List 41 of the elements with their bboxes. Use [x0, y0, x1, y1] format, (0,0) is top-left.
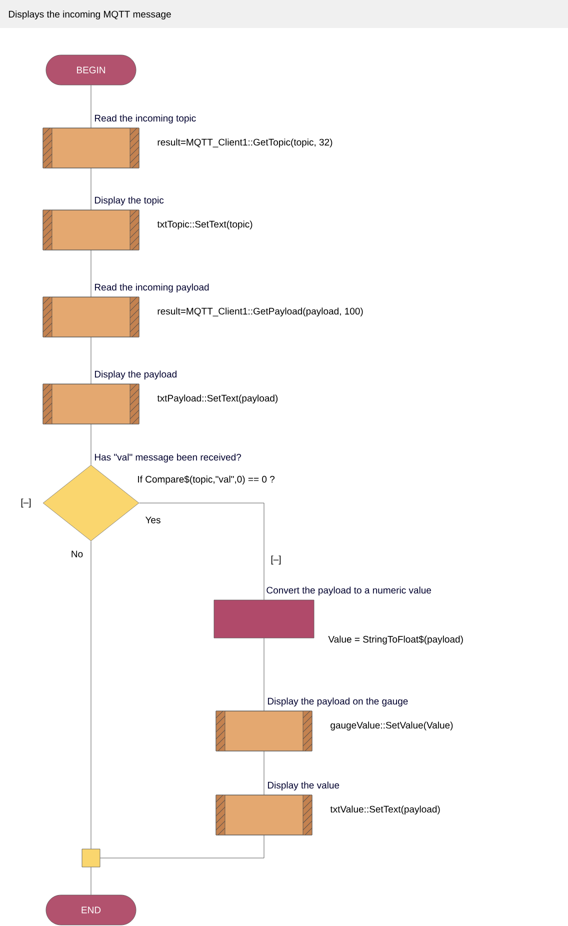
- code-text: txtPayload::SetText(payload): [157, 394, 278, 404]
- connector: [90, 867, 92, 895]
- connector: [90, 85, 92, 128]
- calculation-box: [214, 600, 314, 638]
- title-bar: Displays the incoming MQTT message: [0, 0, 568, 28]
- step-heading: Display the value: [268, 782, 340, 790]
- connector: [139, 502, 264, 600]
- terminal-box: BEGIN: [46, 54, 136, 86]
- connector: [90, 541, 92, 849]
- code-text: gaugeValue::SetValue(Value): [330, 722, 453, 730]
- macro-box: [216, 710, 312, 752]
- step-heading: Read the incoming topic: [94, 114, 196, 124]
- macro-box: [42, 210, 140, 250]
- macro-box: [42, 384, 140, 424]
- macro-box: [42, 128, 140, 168]
- step-heading: Display the topic: [94, 196, 164, 206]
- connector: [100, 835, 264, 858]
- connector: [90, 424, 92, 465]
- step-heading: Has "val" message been received?: [94, 454, 242, 462]
- decision-diamond: [42, 464, 140, 542]
- step-heading: Read the incoming payload: [94, 284, 209, 292]
- macro-box: [42, 296, 140, 338]
- step-heading: Display the payload on the gauge: [268, 698, 408, 706]
- code-text: result=MQTT_Client1::GetTopic(topic, 32): [158, 138, 332, 148]
- code-text: result=MQTT_Client1::GetPayload(payload, 100): [158, 308, 363, 316]
- edge-label: No: [70, 550, 84, 558]
- collapse-marker: [–]: [21, 498, 31, 508]
- code-text: Value = StringToFloat$(payload): [328, 636, 463, 645]
- junction-box: [82, 848, 100, 868]
- step-heading: Display the payload: [94, 370, 176, 380]
- collapse-marker: [–]: [271, 556, 281, 564]
- connector: [90, 250, 92, 297]
- step-heading: Convert the payload to a numeric value: [266, 586, 432, 596]
- code-text: txtValue::SetText(payload): [330, 806, 440, 814]
- terminal-box: END: [46, 894, 136, 926]
- code-text: txtTopic::SetText(topic): [157, 220, 252, 230]
- connector: [90, 168, 92, 210]
- macro-box: [216, 794, 312, 836]
- connector: [90, 337, 92, 384]
- code-text: If Compare$(topic,"val",0) == 0 ?: [138, 476, 275, 485]
- edge-label: Yes: [144, 516, 162, 524]
